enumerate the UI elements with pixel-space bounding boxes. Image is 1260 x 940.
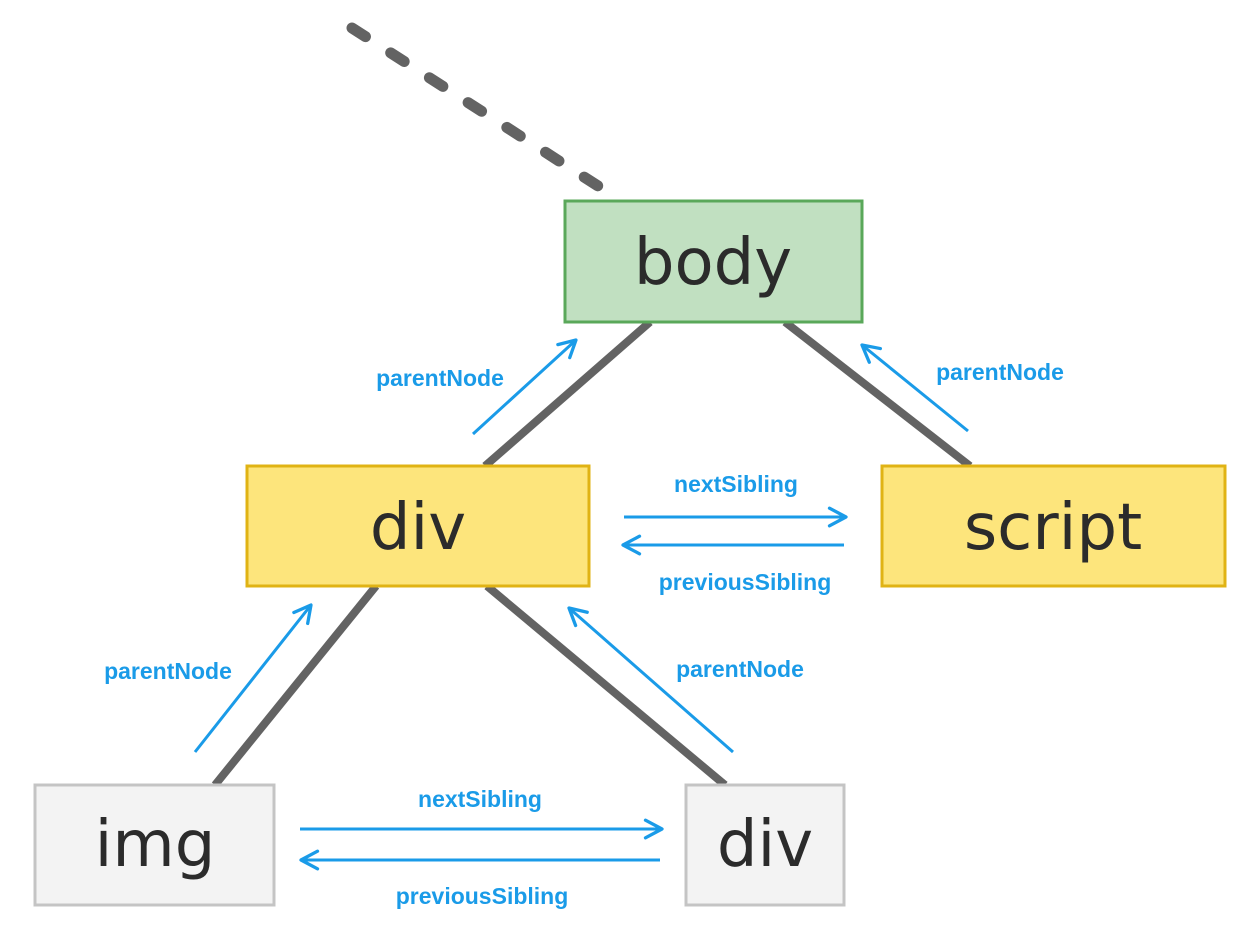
label-script-to-body: parentNode: [936, 359, 1064, 385]
edge-div-img: [211, 583, 380, 788]
node-script-label: script: [964, 491, 1142, 565]
node-body-label: body: [634, 226, 792, 300]
label-div-previous-sibling: previousSibling: [396, 883, 569, 909]
node-img-label: img: [95, 808, 216, 882]
label-img-to-div: parentNode: [104, 658, 232, 684]
node-body-box: [563, 199, 864, 324]
edge-div-div: [484, 582, 728, 789]
ancestor-dashed-edge: [346, 22, 618, 201]
node-img-box: [33, 783, 276, 907]
arrow-img-to-div: [193, 603, 313, 753]
node-script: script: [880, 464, 1227, 588]
label-script-previous-sibling: previousSibling: [659, 569, 832, 595]
arrow-div-bottom-to-div: [567, 606, 734, 754]
label-div-next-sibling: nextSibling: [674, 471, 798, 497]
node-div-top-label: div: [370, 491, 466, 565]
label-div-bottom-to-div: parentNode: [676, 656, 804, 682]
edge-body-div: [482, 318, 653, 470]
node-div-bottom-label: div: [717, 808, 813, 882]
node-body: body: [563, 199, 864, 324]
node-div-top: div: [245, 464, 591, 588]
node-div-bottom: div: [684, 783, 846, 907]
node-div-top-box: [245, 464, 591, 588]
edge-body-script: [782, 318, 973, 470]
node-div-bottom-box: [684, 783, 846, 907]
arrow-script-to-body: [860, 343, 969, 433]
node-script-box: [880, 464, 1227, 588]
label-img-next-sibling: nextSibling: [418, 786, 542, 812]
node-img: img: [33, 783, 276, 907]
label-div-to-body: parentNode: [376, 365, 504, 391]
arrow-div-to-body: [471, 338, 578, 436]
